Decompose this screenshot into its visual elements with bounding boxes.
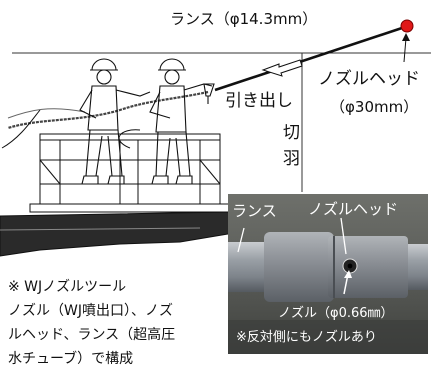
nozzle-head-diameter-label: （φ30mm）: [330, 98, 419, 116]
hose: [7, 90, 209, 130]
withdraw-arrow: [261, 59, 303, 77]
note-line-4: 水チューブ）で構成: [8, 351, 134, 367]
nozzle-tool-photo: ランス ノズルヘッド ノズル（φ0.66㎜） ※反対側にもノズルあり: [228, 194, 428, 354]
cutting-face-label-1: 切: [283, 123, 300, 143]
work-platform: [29, 133, 231, 213]
photo-opposite-note: ※反対側にもノズルあり: [236, 330, 377, 345]
nozzle-pointer-line: [403, 37, 407, 63]
photo-image: [228, 194, 428, 354]
photo-lance-label: ランス: [232, 202, 277, 220]
note-line-1: ※ WJノズルツール: [8, 279, 127, 295]
lance-label: ランス（φ14.3mm）: [170, 10, 318, 28]
nozzle-pointer-arrowhead: [402, 33, 410, 41]
note-line-3: ルヘッド、ランス（超高圧: [8, 327, 176, 343]
cutting-face-label-2: 羽: [283, 149, 300, 169]
photo-nozzle-head-label: ノズルヘッド: [308, 200, 399, 218]
note-line-2: ノズル（WJ噴出口）、ノズ: [8, 303, 173, 319]
lance-line: [214, 25, 406, 92]
worker-left: [79, 58, 151, 185]
withdraw-label: 引き出し: [225, 91, 293, 111]
worker-right: [149, 58, 215, 185]
nozzle-head-label: ノズルヘッド: [318, 69, 420, 89]
nozzle-head-dot: [400, 19, 414, 33]
photo-nozzle-label: ノズル（φ0.66㎜）: [278, 306, 394, 321]
